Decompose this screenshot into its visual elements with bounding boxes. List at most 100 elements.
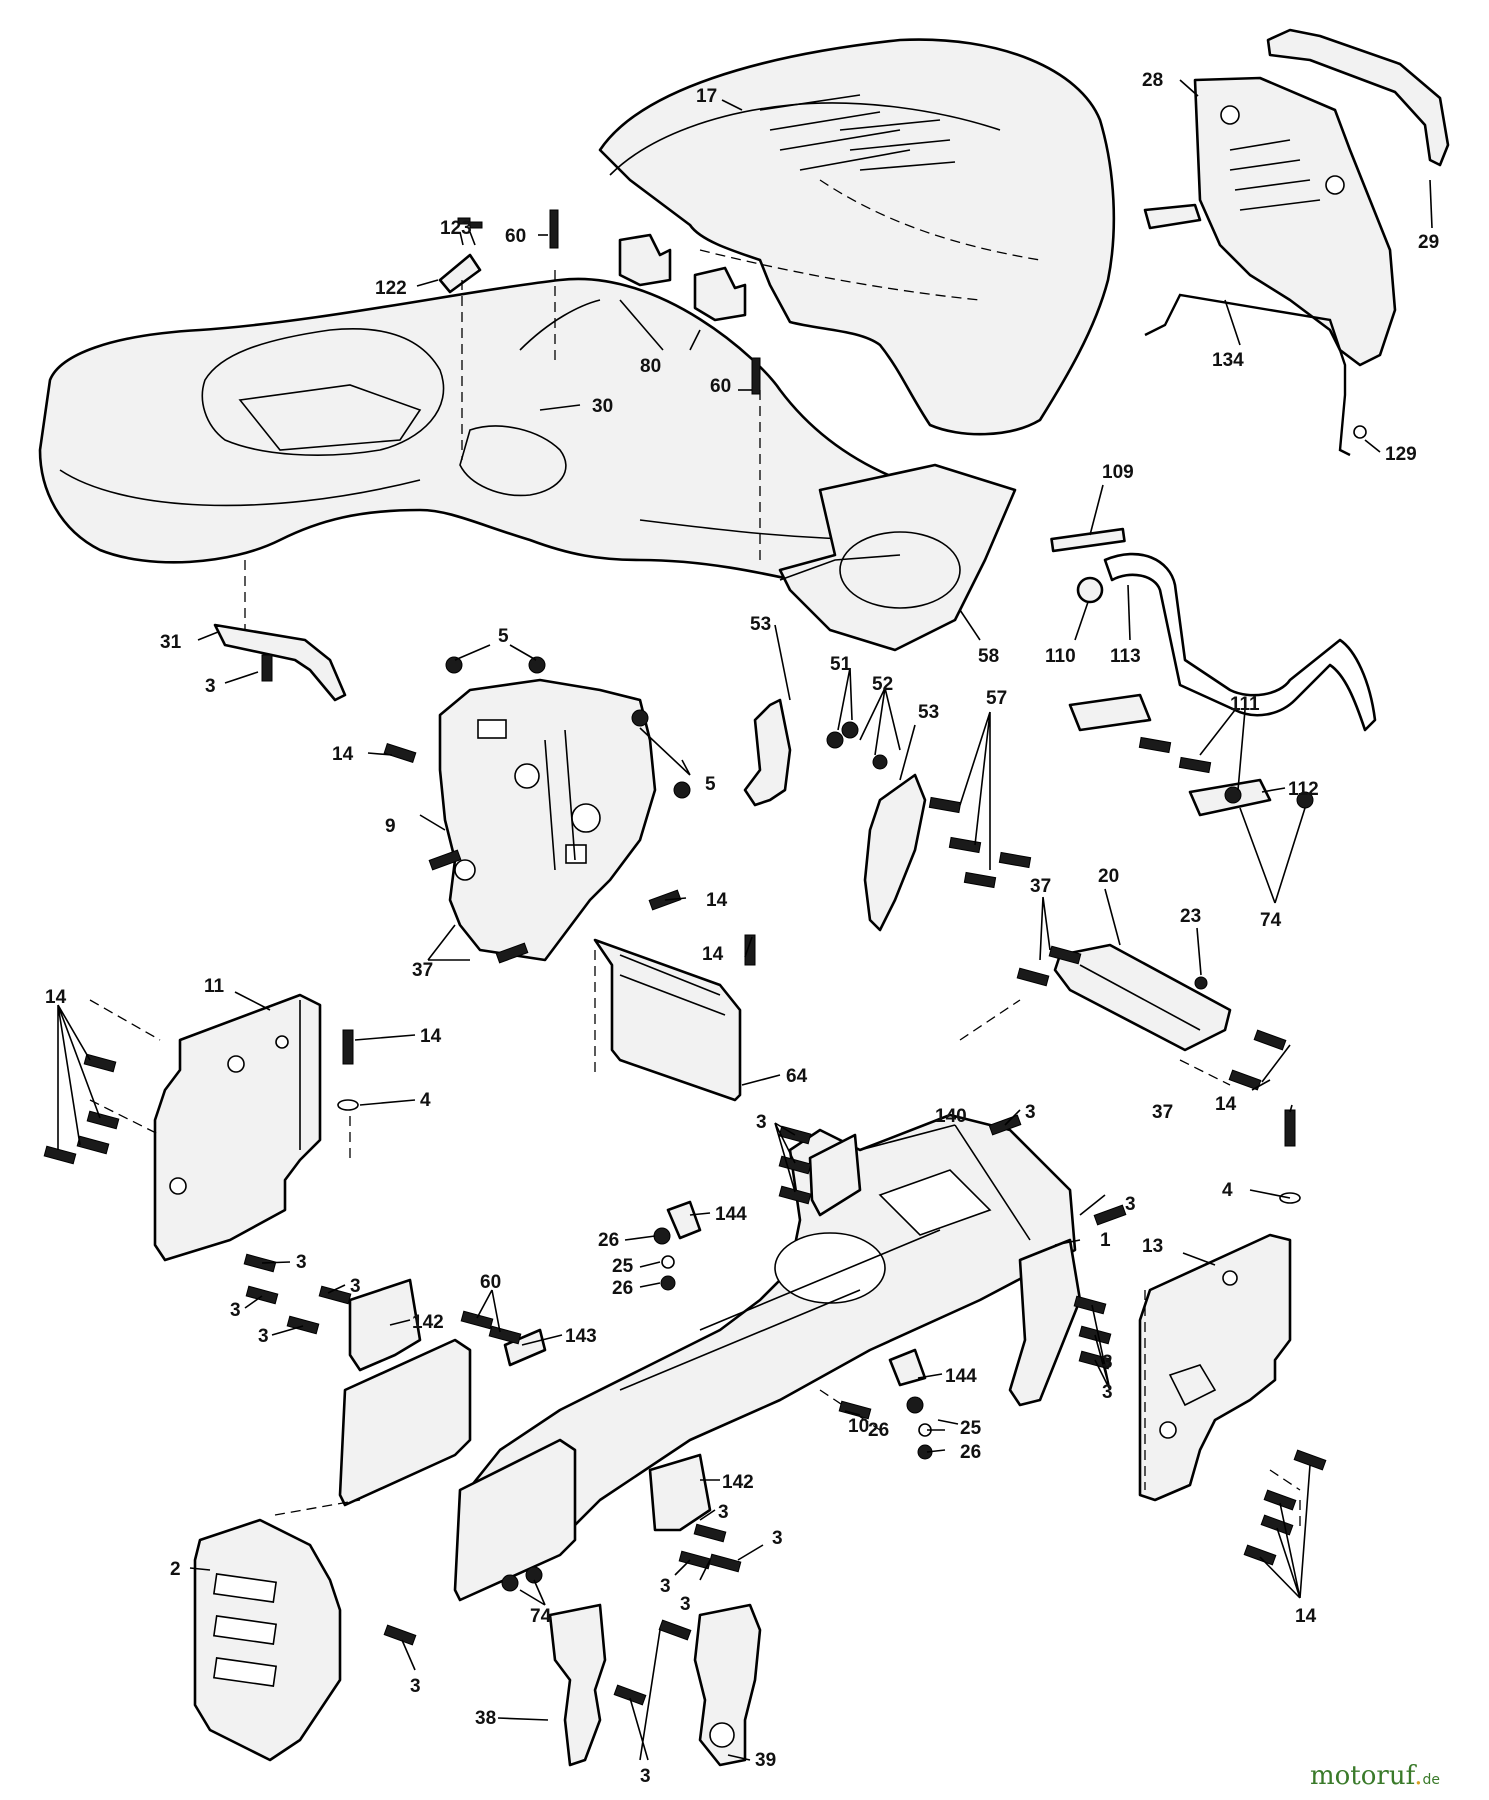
callout-26-c: 26 [868,1420,889,1441]
hood-part-17 [598,38,1116,436]
bracket-part-142b [648,1453,712,1532]
callout-60-top: 60 [505,226,526,247]
control-plate-122 [438,253,482,294]
callout-23: 23 [1180,906,1201,927]
callout-74-a: 74 [1260,910,1282,931]
nut-129 [1353,425,1367,439]
fender-part-30 [38,277,940,594]
callout-143: 143 [565,1326,597,1347]
clip-part-144b [888,1348,927,1387]
callout-3-l: 3 [772,1528,783,1549]
watermark: motoruf.de [1310,1761,1440,1791]
right-side-panel-part-13 [1138,1233,1292,1502]
callout-30: 30 [592,396,613,417]
callout-3-o: 3 [410,1676,421,1697]
callout-3-j: 3 [1102,1382,1113,1403]
callout-25-a: 25 [612,1256,634,1277]
grille-part-28 [1143,76,1397,367]
callout-37-a: 37 [1030,876,1051,897]
callout-13: 13 [1142,1236,1163,1257]
leader-lines [57,79,1433,1761]
callout-58: 58 [978,646,999,667]
callout-3-c: 3 [1025,1102,1036,1123]
callout-3-k: 3 [718,1502,729,1523]
callout-5-right: 5 [705,774,716,795]
callout-74-b: 74 [530,1606,552,1627]
callout-111: 111 [1230,694,1260,715]
dash-panel-part-9 [438,678,657,962]
callout-144-a: 144 [715,1204,747,1225]
callout-14-f: 14 [1215,1094,1237,1115]
plate-part-20 [1053,943,1232,1052]
watermark-brand: motoruf [1310,1761,1418,1791]
callout-52: 52 [872,674,893,695]
bracket-part-143 [503,1328,547,1367]
callout-110: 110 [1045,646,1076,667]
bracket-part-64 [593,938,742,1102]
plug-part-110 [1076,576,1104,604]
bracket-part-38 [548,1603,607,1767]
callout-80: 80 [640,356,661,377]
callout-37-c: 37 [1152,1102,1173,1123]
rear-plate-part-2 [193,1518,342,1762]
callout-14-c: 14 [702,944,724,965]
brace-part-134 [1144,293,1351,457]
callout-labels: 17 28 29 123 60 122 80 60 30 134 129 109… [45,70,1439,1787]
callout-9: 9 [385,816,396,837]
callout-11: 11 [204,976,225,997]
clip-part-144a [666,1200,702,1240]
callout-39: 39 [755,1750,776,1771]
callout-1: 1 [1100,1230,1111,1251]
callout-122: 122 [375,278,407,299]
callout-53-b: 53 [918,702,939,723]
callout-53-a: 53 [750,614,771,635]
bracket-part-39 [693,1603,762,1767]
callout-3-n: 3 [680,1594,691,1615]
callout-60-low: 60 [480,1272,501,1293]
callout-60-mid: 60 [710,376,731,397]
callout-3-h: 3 [258,1326,269,1347]
callout-31: 31 [160,632,182,653]
callout-3-f: 3 [350,1276,361,1297]
callout-3-b: 3 [756,1112,767,1133]
callout-4-b: 4 [1222,1180,1233,1201]
callout-10: 10 [848,1416,869,1437]
callout-14-d: 14 [45,987,67,1008]
callout-109: 109 [1102,462,1134,483]
callout-26-b: 26 [612,1278,633,1299]
callout-14-g: 14 [1295,1606,1317,1627]
callout-3-g: 3 [230,1300,241,1321]
right-frame-bracket [1008,1238,1082,1407]
callout-3-i: 3 [1102,1352,1113,1373]
watermark-dot: . [1414,1761,1422,1791]
callout-129: 129 [1385,444,1417,465]
callout-37-b: 37 [412,960,433,981]
callout-3-d: 3 [1125,1194,1136,1215]
callout-51: 51 [830,654,852,675]
callout-29: 29 [1418,232,1439,253]
fasteners [43,209,1327,1706]
callout-14-e: 14 [420,1026,442,1047]
main-frame-part-1 [338,1113,1077,1602]
battery-tray-part-58 [778,463,1017,652]
callout-28: 28 [1142,70,1163,91]
callout-144-b: 144 [945,1366,977,1387]
watermark-tld: de [1423,1772,1441,1788]
callout-4-a: 4 [420,1090,431,1111]
callout-14-b: 14 [706,890,728,911]
svg-text:motoruf.de: motoruf.de [1310,1761,1440,1791]
callout-140: 140 [935,1106,967,1127]
strap-part-109 [1050,527,1126,553]
callout-3-p: 3 [640,1766,651,1787]
bracket-part-53a [743,698,792,807]
callout-64: 64 [786,1066,808,1087]
callout-25-b: 25 [960,1418,982,1439]
callout-142-a: 142 [412,1312,444,1333]
callout-134: 134 [1212,350,1244,371]
callout-2: 2 [170,1559,181,1580]
callout-113: 113 [1110,646,1141,667]
callout-14-a: 14 [332,744,354,765]
callout-17: 17 [696,86,717,107]
side-panels-80 [618,233,747,322]
callout-3-e: 3 [296,1252,307,1273]
